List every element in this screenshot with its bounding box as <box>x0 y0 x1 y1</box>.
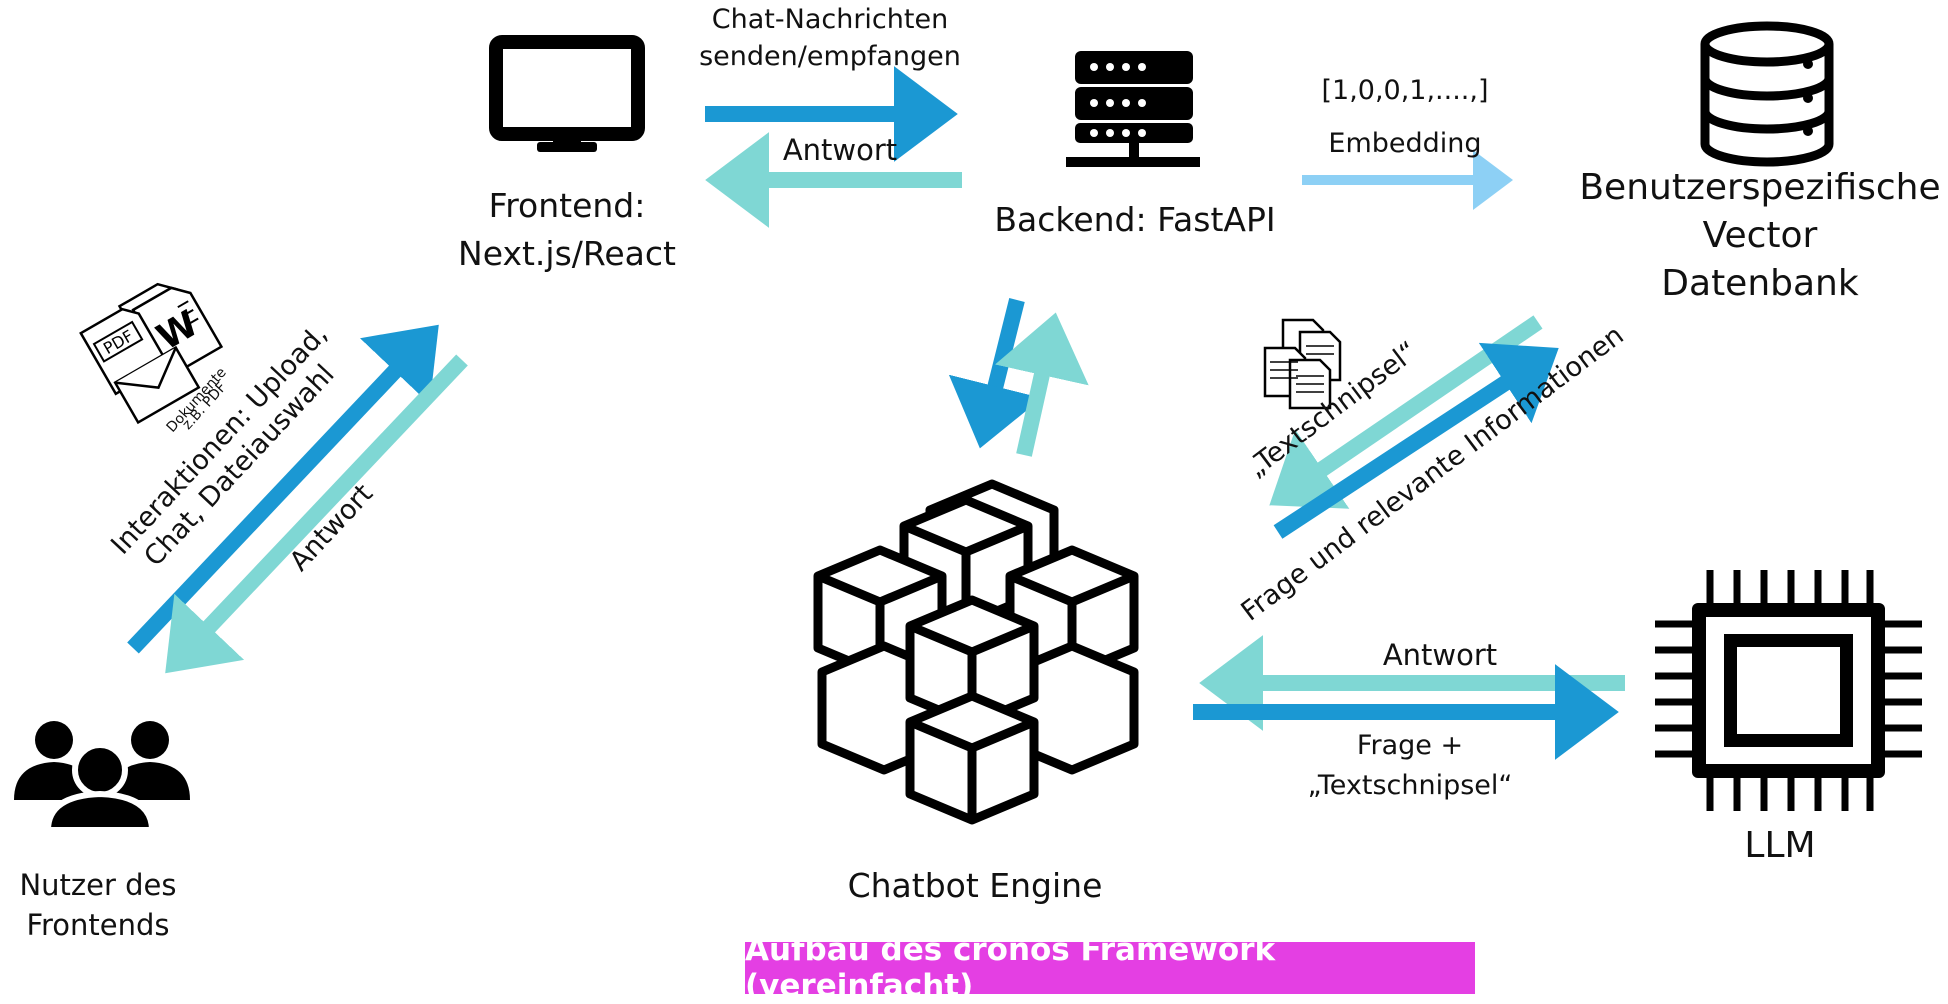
users-label-line2: Frontends <box>26 908 170 942</box>
arrow-engine-to-backend <box>995 312 1089 457</box>
backend-label: Backend: FastAPI <box>994 200 1276 239</box>
edge-question-line1: Frage + <box>1356 730 1464 761</box>
edge-chat-messages-line2: senden/empfangen <box>699 41 961 72</box>
monitor-icon <box>489 35 645 152</box>
edge-llm-answer: Antwort <box>1382 638 1498 672</box>
database-icon <box>1700 21 1834 167</box>
server-icon <box>1066 51 1200 167</box>
edge-embedding-vector: [1,0,0,1,....,] <box>1321 75 1489 106</box>
arrow-backend-to-engine <box>948 298 1042 449</box>
chip-icon <box>1655 570 1922 811</box>
vector-db-label-line3: Datenbank <box>1661 263 1859 304</box>
title-banner: Aufbau des cronos Framework (vereinfacht… <box>745 932 1475 1004</box>
arrow-engine-to-db <box>1273 342 1559 539</box>
arrow-frontend-to-users <box>165 354 468 674</box>
frontend-label-line2: Next.js/React <box>458 234 676 273</box>
users-label-line1: Nutzer des <box>19 868 177 902</box>
vector-db-label-line1: Benutzerspezifische <box>1579 167 1941 208</box>
edge-question-line2: „Textschnipsel“ <box>1307 770 1513 801</box>
edge-backend-answer: Antwort <box>782 133 898 167</box>
users-icon <box>14 721 190 833</box>
db-dot-3 <box>1803 126 1813 136</box>
cubes-icon <box>813 479 1139 825</box>
frontend-label-line1: Frontend: <box>488 186 646 225</box>
db-dot-2 <box>1803 93 1813 103</box>
documents-icon: PDF W <box>79 282 224 425</box>
vector-db-label-line2: Vector <box>1702 215 1818 256</box>
text-snippets-icon <box>1263 318 1342 410</box>
text-snippets-lines <box>1270 345 1334 393</box>
llm-label: LLM <box>1744 825 1816 866</box>
edge-embedding: Embedding <box>1328 128 1482 159</box>
edge-chat-messages-line1: Chat-Nachrichten <box>711 4 949 35</box>
db-dot-1 <box>1803 59 1813 69</box>
chatbot-engine-label: Chatbot Engine <box>847 866 1103 905</box>
